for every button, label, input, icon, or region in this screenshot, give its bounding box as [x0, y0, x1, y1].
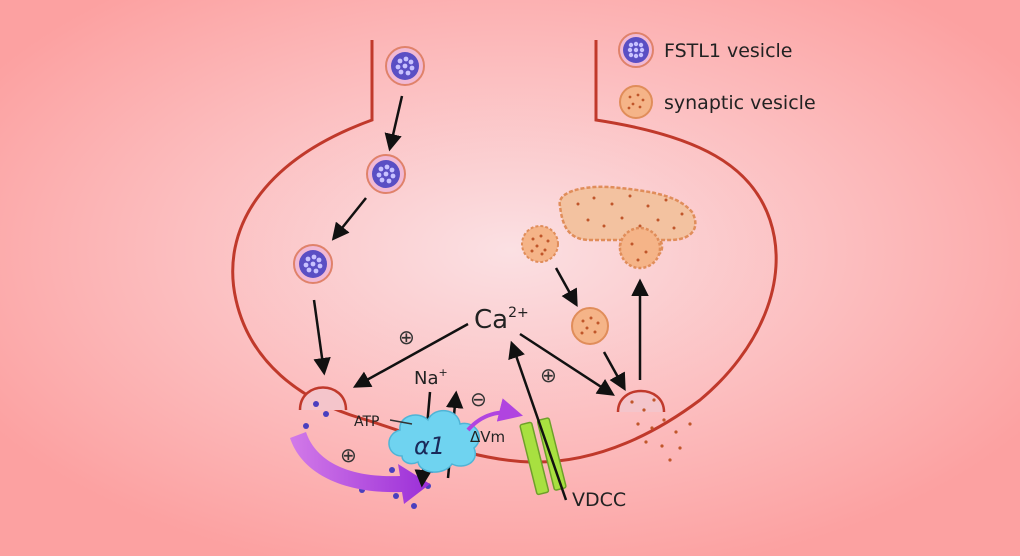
- endosome-structure: [558, 185, 697, 270]
- fstl1-vesicle: [293, 244, 333, 284]
- fstl1-fusion-pore: [298, 386, 348, 411]
- plus-sign-fstl1: ⊕: [340, 443, 357, 467]
- fstl1-arrow: [312, 299, 331, 376]
- synaptic-released-particles: [630, 398, 692, 462]
- fstl1-action-arrow: [290, 432, 430, 504]
- legend-synaptic-icon: [619, 85, 653, 119]
- sodium-label: Na+: [414, 366, 448, 389]
- synaptic-vesicle: [521, 225, 559, 263]
- plus-sign-left: ⊕: [398, 325, 415, 349]
- calcium-to-fstl1-arrow: [352, 322, 469, 388]
- fstl1-arrow: [384, 95, 404, 152]
- synaptic-fusion-pore: [616, 389, 666, 413]
- plus-sign-right: ⊕: [540, 363, 557, 387]
- fstl1-arrow: [331, 197, 367, 241]
- atp-connector: [389, 419, 413, 425]
- vdcc-label: VDCC: [572, 489, 626, 511]
- legend-fstl1-label: FSTL1 vesicle: [664, 40, 793, 62]
- alpha1-subunit: [388, 410, 480, 473]
- delta-vm-arrow: [466, 398, 523, 432]
- delta-vm-label: ΔVm: [470, 428, 505, 446]
- minus-sign: ⊖: [470, 387, 487, 411]
- legend-fstl1-icon: [618, 32, 654, 68]
- synaptic-arrow: [602, 351, 626, 392]
- fstl1-vesicle: [385, 46, 425, 86]
- atp-label: ATP: [354, 414, 379, 430]
- legend-synaptic-label: synaptic vesicle: [664, 92, 816, 114]
- alpha1-label: α1: [414, 432, 445, 460]
- synaptic-vesicle: [571, 307, 609, 345]
- fstl1-vesicle: [366, 154, 406, 194]
- calcium-to-synaptic-arrow: [519, 332, 615, 396]
- calcium-label: Ca2+: [474, 305, 529, 335]
- vdcc-calcium-influx-arrow: [508, 340, 568, 501]
- legend: FSTL1 vesicle synaptic vesicle: [618, 32, 816, 119]
- synaptic-arrow: [554, 267, 578, 308]
